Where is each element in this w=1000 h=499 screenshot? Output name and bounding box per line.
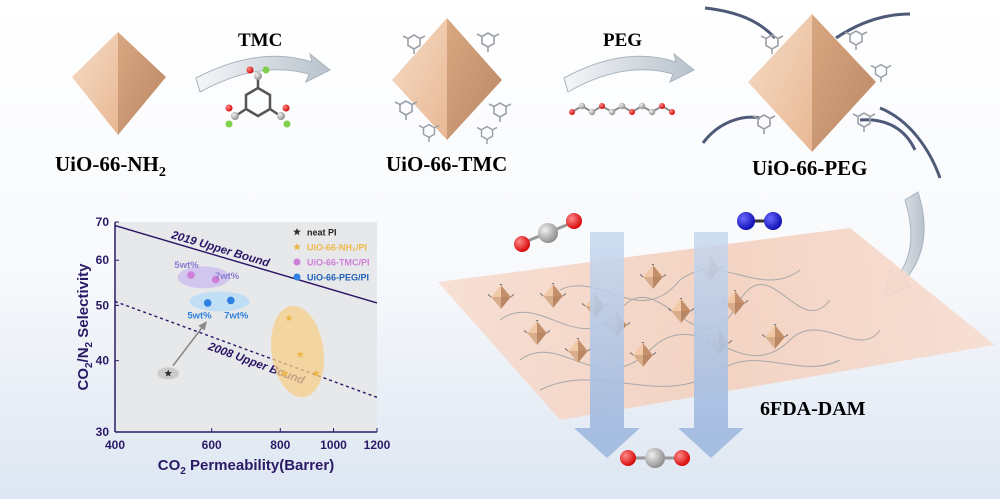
co2-molecule-icon (514, 213, 582, 252)
loading-label: 5wt% (174, 260, 199, 271)
legend-label: UiO-66-PEG/PI (307, 273, 369, 283)
plot-area (115, 222, 377, 432)
uio66-nh2-label: UiO-66-NH2 (55, 152, 166, 181)
y-tick-label: 30 (96, 425, 110, 439)
n2-molecule-icon (737, 212, 782, 230)
x-tick-label: 400 (105, 438, 125, 452)
data-point (280, 369, 289, 377)
data-point (296, 350, 305, 358)
uio66-peg-label: UiO-66-PEG (752, 156, 868, 180)
data-point (226, 296, 235, 305)
x-tick-label: 1200 (364, 438, 391, 452)
legend-marker (293, 243, 301, 251)
tmc-reaction-arrow (195, 52, 331, 93)
upper-bound-2019-line (114, 224, 378, 304)
x-tick-label: 600 (202, 438, 222, 452)
peg-pi-highlight (189, 291, 250, 312)
tmc-reagent-label: TMC (238, 30, 283, 51)
loading-label: 7wt% (215, 271, 240, 282)
x-tick-label: 1000 (320, 438, 347, 452)
loading-label: 7wt% (224, 311, 249, 322)
loading-label: 5wt% (187, 311, 212, 322)
uio66-tmc-label: UiO-66-TMC (386, 152, 508, 176)
legend-label: UiO-66-NH₂/PI (307, 243, 367, 253)
peg-chain-icon (569, 102, 675, 116)
improvement-arrow (172, 327, 203, 367)
data-point (211, 275, 220, 284)
data-point (312, 369, 320, 377)
data-point (164, 369, 172, 377)
legend-label: neat PI (307, 228, 337, 238)
data-point (203, 299, 212, 307)
n2-permeation-arrow (678, 232, 744, 458)
chart-legend: neat PI UiO-66-NH₂/PI UiO-66-TMC/PI UiO-66-… (293, 228, 370, 283)
x-axis-label: CO2 Permeability(Barrer) (158, 457, 334, 477)
data-point (285, 314, 293, 322)
upper-bound-2008-line (114, 300, 378, 399)
uio66-tmc-octahedron-icon (392, 18, 512, 144)
uio66-nh2-octahedron-icon (72, 32, 166, 135)
membrane-matrix-label: 6FDA-DAM (760, 398, 866, 420)
legend-marker (293, 273, 301, 281)
co2-permeation-arrow (574, 232, 640, 458)
legend-marker (293, 228, 301, 236)
y-tick-label: 40 (96, 354, 110, 368)
tmc-molecule-icon (225, 66, 291, 128)
peg-reaction-arrow (563, 52, 695, 93)
co2-permeate-molecule-icon (620, 448, 690, 468)
y-tick-label: 70 (96, 215, 110, 229)
improvement-arrowhead (198, 321, 208, 331)
x-tick-label: 800 (270, 438, 290, 452)
legend-marker (293, 258, 301, 266)
y-tick-label: 50 (96, 298, 110, 312)
peg-reagent-label: PEG (603, 30, 643, 51)
data-point (187, 271, 195, 279)
uio66-peg-octahedron-icon (701, 6, 942, 179)
legend-label: UiO-66-TMC/PI (307, 258, 370, 268)
y-axis-label: CO2/N2 Selectivity (75, 263, 95, 391)
y-tick-label: 60 (96, 253, 110, 267)
